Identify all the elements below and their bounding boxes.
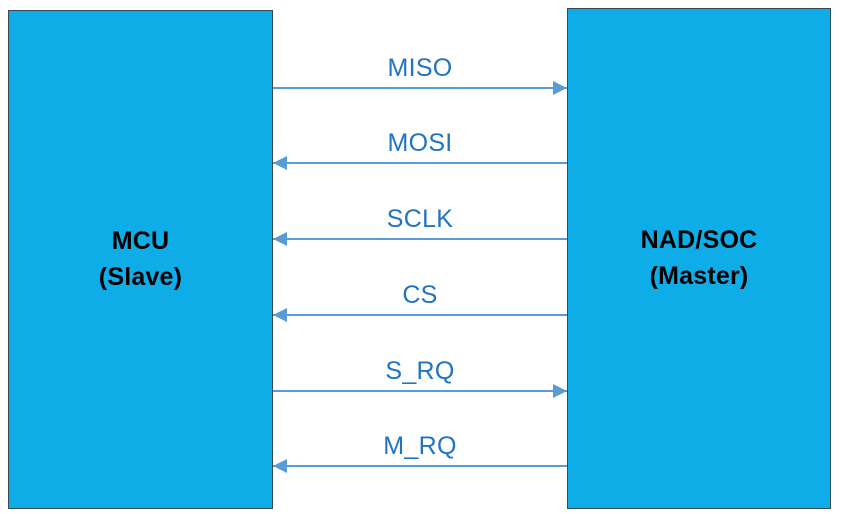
- arrow-left-icon: [273, 459, 287, 473]
- signal-m-rq-label: M_RQ: [383, 432, 457, 460]
- arrow-left-icon: [273, 156, 287, 170]
- signal-m-rq-shaft: [273, 465, 567, 467]
- arrow-left-icon: [273, 232, 287, 246]
- block-nad-soc-role: (Master): [649, 261, 749, 290]
- signal-mosi-label: MOSI: [387, 129, 453, 157]
- arrow-right-icon: [553, 384, 567, 398]
- signal-mosi-shaft: [273, 162, 567, 164]
- signal-s-rq-label: S_RQ: [385, 357, 455, 385]
- signal-cs-label: CS: [402, 281, 438, 309]
- arrow-right-icon: [553, 81, 567, 95]
- block-mcu-title: MCU: [111, 227, 170, 255]
- signal-s-rq-shaft: [273, 390, 567, 392]
- signal-sclk-label: SCLK: [386, 205, 454, 233]
- block-nad-soc-title: NAD/SOC: [640, 226, 758, 254]
- signal-miso-label: MISO: [387, 54, 453, 82]
- arrow-left-icon: [273, 308, 287, 322]
- block-mcu[interactable]: MCU (Slave): [8, 10, 273, 509]
- signal-cs-shaft: [273, 314, 567, 316]
- block-mcu-role: (Slave): [98, 262, 183, 291]
- block-nad-soc[interactable]: NAD/SOC (Master): [567, 8, 831, 509]
- signal-sclk-shaft: [273, 238, 567, 240]
- signal-miso-shaft: [273, 87, 567, 89]
